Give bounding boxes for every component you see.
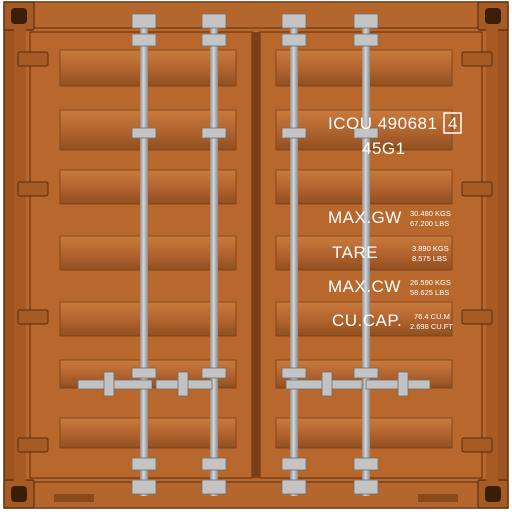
check-digit-box [443,112,462,134]
container-markings: ICOU 490681 4 45G1 MAX.GW 30.480 KGS 67.… [328,112,462,331]
cu-cap-m: 76.4 CU.M [414,312,450,321]
cu-cap-label: CU.CAP. [332,311,402,330]
owner-code: ICOU 490681 [328,114,437,133]
cu-cap-ft: 2.698 CU.FT [410,322,453,331]
top-header [3,1,509,29]
tare-kg: 3.890 KGS [412,244,449,253]
left-post [14,28,26,482]
forklift-slot-left [54,494,94,502]
tare-lb: 8.575 LBS [412,254,447,263]
max-gw-kg: 30.480 KGS [410,209,451,218]
max-cw-kg: 26.590 KGS [410,278,451,287]
max-cw-lb: 58.625 LBS [410,288,449,297]
max-gw-label: MAX.GW [328,208,402,227]
size-type-code: 45G1 [362,139,406,158]
max-cw-label: MAX.CW [328,277,401,296]
rod-brackets [131,13,379,495]
forklift-slot-right [418,494,458,502]
max-gw-lb: 67.200 LBS [410,219,449,228]
check-digit: 4 [448,114,458,133]
right-post [486,28,498,482]
lock-rods [140,14,370,496]
door-gap [252,32,260,478]
door-hinges [17,51,493,453]
tare-label: TARE [332,243,378,262]
lock-handles [77,371,431,397]
corner-holes [11,8,501,502]
